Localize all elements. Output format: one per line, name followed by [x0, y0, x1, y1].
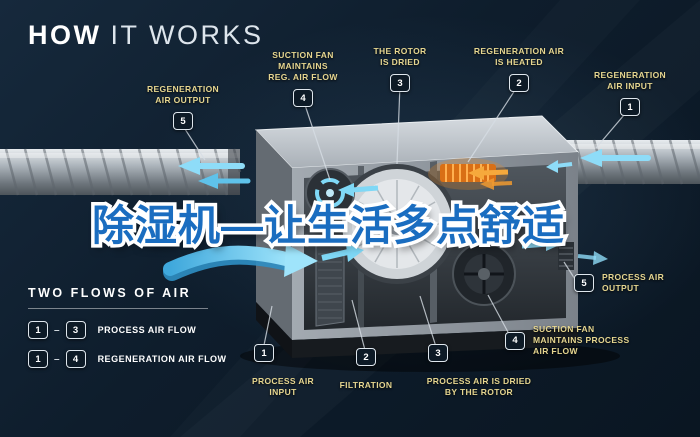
legend-divider: [28, 308, 208, 309]
callout-badge-1: 1: [254, 344, 274, 362]
callout-regeneration-air-output: REGENERATION AIR OUTPUT 5: [127, 84, 239, 131]
heated-airflow-arrows: [468, 166, 513, 190]
callout-badge-1: 1: [620, 98, 640, 117]
callout-label: THE ROTOR IS DRIED: [373, 46, 427, 68]
callout-label: PROCESS AIR IS DRIED BY THE ROTOR: [426, 376, 532, 398]
regeneration-fan: [305, 168, 355, 218]
filter-panel: [315, 241, 345, 327]
callout-badge-5: 5: [574, 274, 594, 293]
legend-title: TWO FLOWS OF AIR: [28, 286, 192, 300]
page-title: HOW IT WORKS: [28, 20, 264, 51]
callout-rotor-dried: THE ROTOR IS DRIED 3: [352, 46, 448, 93]
callout-filtration: 2 FILTRATION: [330, 348, 402, 391]
callout-label: REGENERATION AIR IS HEATED: [473, 46, 565, 68]
chinese-overlay-fill: 除湿机—让生活多点舒适: [92, 202, 566, 249]
left-duct: [0, 148, 242, 196]
callout-badge-3: 3: [428, 344, 448, 362]
callout-process-air-output: 5 PROCESS AIR OUTPUT: [574, 272, 664, 294]
process-airflow-arrows: [163, 236, 608, 281]
legend-two-flows: TWO FLOWS OF AIR 1 – 3 PROCESS AIR FLOW …: [28, 286, 228, 379]
callout-badge-4: 4: [293, 89, 313, 108]
callout-badge-2: 2: [356, 348, 376, 366]
legend-row-process: 1 – 3 PROCESS AIR FLOW: [28, 321, 228, 339]
regeneration-airflow-arrows: [178, 149, 651, 197]
rotor: [337, 164, 457, 284]
legend-separator: –: [54, 324, 60, 336]
callout-regeneration-air-input: REGENERATION AIR INPUT 1: [572, 70, 688, 117]
legend-label-process: PROCESS AIR FLOW: [97, 325, 197, 335]
callout-suction-fan-reg: SUCTION FAN MAINTAINS REG. AIR FLOW 4: [247, 50, 359, 108]
legend-label-regeneration: REGENERATION AIR FLOW: [97, 354, 227, 364]
process-fan: [452, 242, 516, 306]
title-word-how: HOW: [28, 20, 102, 50]
chinese-overlay-outline: 除湿机—让生活多点舒适: [88, 199, 567, 253]
callout-regeneration-air-heated: REGENERATION AIR IS HEATED 2: [458, 46, 580, 93]
output-vent: [558, 242, 574, 270]
callout-badge-3: 3: [390, 74, 410, 93]
callout-label: REGENERATION AIR INPUT: [593, 70, 667, 92]
legend-badge-4: 4: [65, 350, 86, 368]
callout-label: REGENERATION AIR OUTPUT: [146, 84, 220, 106]
callout-process-air-input: 1 PROCESS AIR INPUT: [240, 344, 326, 398]
legend-separator: –: [54, 353, 60, 365]
callout-process-air-dried: 3 PROCESS AIR IS DRIED BY THE ROTOR: [404, 344, 554, 398]
callout-label: PROCESS AIR INPUT: [251, 376, 315, 398]
callout-label: FILTRATION: [339, 380, 393, 390]
callout-label: SUCTION FAN MAINTAINS PROCESS AIR FLOW: [533, 324, 630, 357]
chinese-overlay-text: 除湿机—让生活多点舒适 除湿机—让生活多点舒适: [88, 192, 632, 253]
legend-badge-1: 1: [28, 350, 48, 368]
title-word-it-works: IT WORKS: [110, 20, 264, 50]
callout-suction-fan-process: 4 SUCTION FAN MAINTAINS PROCESS AIR FLOW: [505, 324, 629, 357]
callout-badge-4: 4: [505, 331, 525, 350]
callout-label: SUCTION FAN MAINTAINS REG. AIR FLOW: [268, 50, 338, 83]
callout-badge-2: 2: [509, 74, 529, 93]
legend-row-regeneration: 1 – 4 REGENERATION AIR FLOW: [28, 350, 228, 368]
legend-badge-1: 1: [28, 321, 48, 339]
legend-badge-3: 3: [65, 321, 86, 339]
callout-label: PROCESS AIR OUTPUT: [602, 272, 665, 294]
callout-badge-5: 5: [173, 112, 193, 131]
